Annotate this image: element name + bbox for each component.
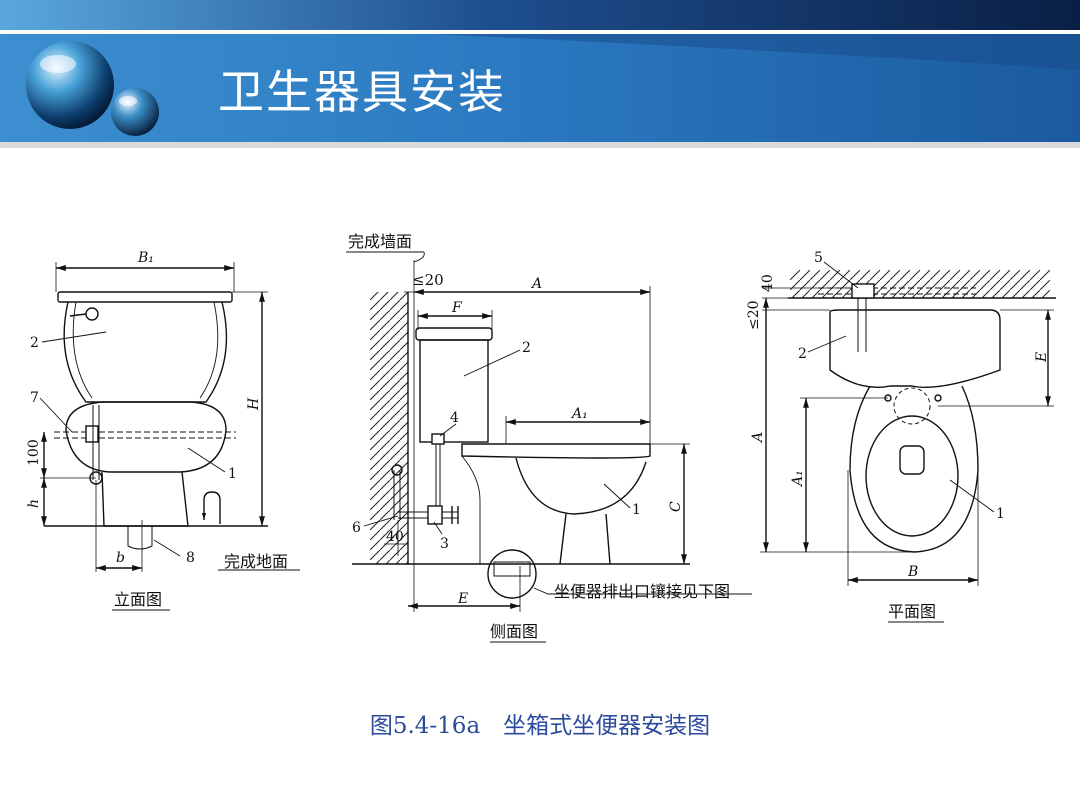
outlet-note: 坐便器排出口镶接见下图 bbox=[554, 582, 730, 601]
dim-label-a: A bbox=[750, 432, 766, 444]
callout-2: 2 bbox=[798, 346, 807, 362]
dim-label-a1: A₁ bbox=[570, 406, 588, 422]
callout-6: 6 bbox=[352, 520, 361, 536]
callout-8: 8 bbox=[186, 550, 195, 566]
callout-1: 1 bbox=[228, 466, 237, 482]
dim-label-e: E bbox=[457, 591, 468, 607]
dim-label-f: F bbox=[451, 300, 463, 316]
dim-label-b: B bbox=[907, 564, 918, 580]
side-view bbox=[346, 251, 752, 643]
dim-label-40: 40 bbox=[760, 274, 776, 292]
callout-7: 7 bbox=[30, 390, 39, 406]
dim-label-40: 40 bbox=[386, 529, 404, 545]
wall-label: 完成墙面 bbox=[348, 232, 412, 251]
view-label-front: 立面图 bbox=[114, 590, 162, 609]
dim-label-e: E bbox=[1034, 352, 1050, 363]
side-view-labels: 完成墙面 ≤20 A F A₁ C 40 E 2 4 1 6 3 坐便器排出口镶… bbox=[348, 232, 730, 641]
dim-label-le20: ≤20 bbox=[746, 300, 762, 330]
plan-view-labels: 5 2 1 40 ≤20 E A A₁ B 平面图 bbox=[746, 250, 1050, 621]
header-band bbox=[0, 0, 1080, 148]
sphere-logo-icon bbox=[26, 41, 159, 136]
dim-label-a: A bbox=[530, 276, 542, 292]
callout-1: 1 bbox=[996, 506, 1005, 522]
callout-3: 3 bbox=[440, 536, 449, 552]
floor-label: 完成地面 bbox=[224, 552, 288, 571]
callout-2: 2 bbox=[522, 340, 531, 356]
dim-label-small-h: h bbox=[26, 499, 42, 508]
dim-label-a1: A₁ bbox=[790, 470, 806, 488]
slide-title: 卫生器具安装 bbox=[218, 65, 506, 119]
callout-2: 2 bbox=[30, 335, 39, 351]
view-label-side: 侧面图 bbox=[490, 622, 538, 641]
dim-label-le20: ≤20 bbox=[412, 271, 444, 289]
dim-label-c: C bbox=[668, 501, 684, 512]
view-label-plan: 平面图 bbox=[888, 602, 936, 621]
dim-label-b: b bbox=[116, 550, 125, 566]
callout-4: 4 bbox=[450, 410, 459, 426]
callout-5: 5 bbox=[814, 250, 823, 266]
figure-caption: 图5.4-16a 坐箱式坐便器安装图 bbox=[369, 713, 711, 739]
callout-1: 1 bbox=[632, 502, 641, 518]
front-view-labels: B₁ H 100 h b 2 7 1 8 完成地面 立面图 bbox=[26, 250, 288, 609]
dim-label-b1: B₁ bbox=[137, 250, 154, 266]
front-view bbox=[39, 262, 300, 611]
plan-view bbox=[760, 261, 1056, 623]
dim-label-100: 100 bbox=[26, 439, 42, 466]
dim-label-h: H bbox=[246, 397, 262, 411]
